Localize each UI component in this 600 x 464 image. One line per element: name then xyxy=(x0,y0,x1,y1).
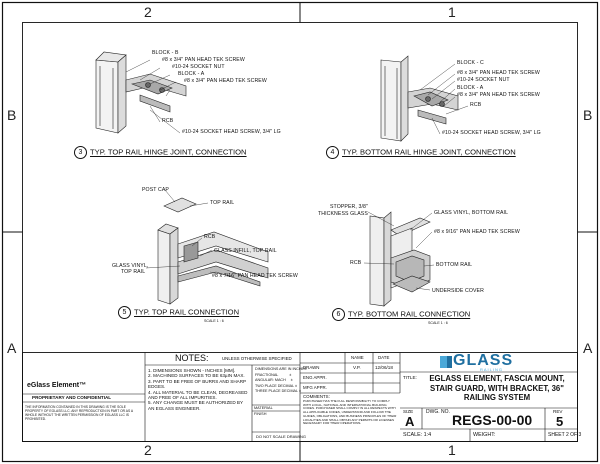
mfg-approval: MFG APPR. xyxy=(303,385,327,390)
dimensions-block: DIMENSIONS ARE IN INCHES FRACTIONAL ± AN… xyxy=(255,367,306,395)
drawing-title: EGLASS ELEMENT, FASCIA MOUNT, STAIR GUAR… xyxy=(429,374,565,403)
d3-label-block-b: BLOCK - B xyxy=(152,50,179,56)
dims-two-place: TWO PLACE DECIMAL ± xyxy=(255,383,298,388)
zone-bottom-1: 1 xyxy=(448,442,456,458)
note-1: 1. DIMENSIONS SHOWN - INCHES [MM]. xyxy=(148,368,236,373)
confidential-text: THE INFORMATION CONTAINED IN THIS DRAWIN… xyxy=(25,405,133,421)
size-label: SIZE xyxy=(403,409,414,414)
title-label: TITLE: xyxy=(403,375,417,380)
d6-label-stopper-2: THICKNESS GLASS xyxy=(318,211,368,217)
d4-label-tek-screw-2: #8 x 3/4" PAN HEAD TEK SCREW xyxy=(457,92,540,98)
d4-number: 4 xyxy=(326,146,339,159)
scale-value: SCALE: 1:4 xyxy=(403,432,432,438)
rev-value: 5 xyxy=(556,414,564,429)
rev-label: REV xyxy=(553,409,563,414)
logo-mark xyxy=(440,356,452,368)
comments-label: COMMENTS: xyxy=(303,394,330,399)
d5-label-glass-infill: GLASS INFILL, TOP RAIL xyxy=(214,248,277,254)
weight-label: WEIGHT: xyxy=(473,432,496,438)
d3-label-socket-head-screw: #10-24 SOCKET HEAD SCREW, 3/4" LG xyxy=(182,129,281,135)
material-label: MATERIAL xyxy=(254,406,273,410)
name-header: NAME xyxy=(351,355,364,360)
d5-number: 5 xyxy=(118,306,131,319)
d4-title-text: TYP. BOTTOM RAIL HINGE JOINT, CONNECTION xyxy=(342,147,516,157)
d5-label-glass-vinyl-2: TOP RAIL xyxy=(121,269,146,275)
d3-label-block-a: BLOCK - A xyxy=(178,71,205,77)
d4-label-socket-nut: #10-24 SOCKET NUT xyxy=(457,77,510,83)
d5-label-tek-screw: #8 x 7/16" PAN HEAD TEK SCREW xyxy=(212,273,298,279)
sheet-value: SHEET 2 OF 3 xyxy=(548,432,582,438)
d6-scale: SCALE 1 : 6 xyxy=(428,321,448,325)
eng-approval: ENG APPR. xyxy=(303,375,327,380)
detail-4-drawing xyxy=(380,55,469,142)
d6-label-underside-cover: UNDERSIDE COVER xyxy=(432,288,484,294)
drawn-label: DRAWN xyxy=(303,365,320,370)
no-scale-label: DO NOT SCALE DRAWING xyxy=(256,434,307,439)
d3-label-rcb: RCB xyxy=(162,118,174,124)
unless-specified: UNLESS OTHERWISE SPECIFIED xyxy=(222,356,292,361)
title-block-grid xyxy=(22,352,578,442)
d4-label-tek-screw-1: #8 x 3/4" PAN HEAD TEK SCREW xyxy=(457,70,540,76)
drawn-date: 12/06/18 xyxy=(375,365,393,370)
d3-label-tek-screw-1: #8 x 3/4" PAN HEAD TEK SCREW xyxy=(162,57,245,63)
d3-label-socket-nut: #10-24 SOCKET NUT xyxy=(172,64,225,70)
dwg-number: REGS-00-00 xyxy=(452,412,533,428)
dims-fractional: FRACTIONAL ± xyxy=(255,372,292,377)
logo-text: GLASS xyxy=(453,352,514,369)
notes-list: 1. DIMENSIONS SHOWN - INCHES [MM]. 2. MA… xyxy=(148,368,250,411)
d6-label-tek-screw: #8 x 9/16" PAN HEAD TEK SCREW xyxy=(434,229,520,235)
d3-title-text: TYP. TOP RAIL HINGE JOINT, CONNECTION xyxy=(90,147,247,157)
note-5: 5. ANY CHANGE MUST BE AUTHORIZED BY AN E… xyxy=(148,400,243,411)
zone-left-a: A xyxy=(7,340,17,356)
note-4: 4. ALL MATERIAL TO BE CLEAN, DEGREASED A… xyxy=(148,389,248,401)
comments-text: PURCHASER HAS THE FULL RESPONSIBILITY TO… xyxy=(303,399,397,426)
logo-sub: RAILING xyxy=(480,367,504,372)
d5-label-glass-vinyl: GLASS VINYL, xyxy=(112,263,149,269)
d4-label-block-c: BLOCK - C xyxy=(457,60,484,66)
drawn-name: V.P. xyxy=(353,365,361,370)
zone-bottom-2: 2 xyxy=(144,442,152,458)
d3-number: 3 xyxy=(74,146,87,159)
detail-6-drawing xyxy=(363,211,435,307)
dwg-label: DWG. NO. xyxy=(426,409,450,415)
d5-label-top-rail: TOP RAIL xyxy=(210,200,235,206)
d5-label-post-cap: POST CAP xyxy=(142,187,169,193)
proprietary-label: PROPRIETARY AND CONFIDENTIAL xyxy=(32,395,112,400)
zone-right-b: B xyxy=(583,107,593,123)
detail-5-drawing xyxy=(145,189,269,305)
note-2: 2. MACHINED SURFACES TO BE 63µIN MAX. xyxy=(148,373,245,379)
note-3: 3. PART TO BE FREE OF BURRS AND SHARP ED… xyxy=(148,378,247,390)
d4-label-rcb: RCB xyxy=(470,102,482,108)
d6-label-bottom-rail: BOTTOM RAIL xyxy=(436,262,473,268)
d6-number: 6 xyxy=(332,308,345,321)
d3-label-tek-screw-2: #8 x 3/4" PAN HEAD TEK SCREW xyxy=(184,78,267,84)
zone-right-a: A xyxy=(583,340,593,356)
zone-top-1: 1 xyxy=(448,4,456,20)
company-name: eGlass Element™ xyxy=(27,382,87,389)
notes-header: NOTES: xyxy=(175,353,209,363)
d6-label-stopper: STOPPER, 3/8" xyxy=(330,204,368,210)
d4-label-block-a: BLOCK - A xyxy=(457,85,484,91)
dims-three-place: THREE PLACE DECIMAL ± xyxy=(255,389,301,394)
d6-label-rcb: RCB xyxy=(350,260,362,266)
size-value: A xyxy=(405,414,415,429)
d6-label-glass-vinyl: GLASS VINYL, BOTTOM RAIL xyxy=(434,210,509,216)
finish-label: FINISH xyxy=(254,412,267,416)
d5-scale: SCALE 1 : 6 xyxy=(204,319,224,323)
d5-title-text: TYP. TOP RAIL CONNECTION xyxy=(134,307,240,317)
d6-title-text: TYP. BOTTOM RAIL CONNECTION xyxy=(348,309,471,319)
d4-label-socket-head-screw: #10-24 SOCKET HEAD SCREW, 3/4" LG xyxy=(442,130,541,136)
zone-left-b: B xyxy=(7,107,17,123)
detail-3-drawing xyxy=(95,51,187,134)
dims-header: DIMENSIONS ARE IN INCHES xyxy=(255,367,307,371)
date-header: DATE xyxy=(378,355,390,360)
d5-label-rcb: RCB xyxy=(204,234,216,240)
dims-angular: ANGULAR: MACH ± xyxy=(255,378,293,383)
zone-top-2: 2 xyxy=(144,4,152,20)
